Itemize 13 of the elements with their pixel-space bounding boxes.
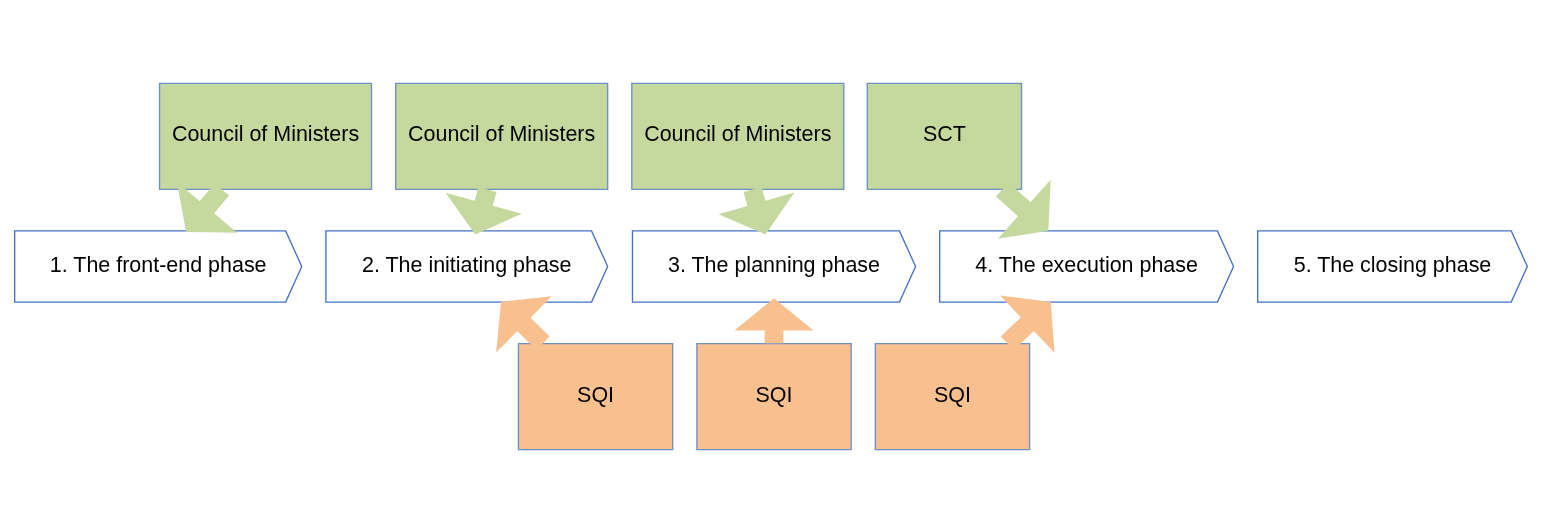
node-box: SQI <box>874 342 1031 450</box>
node-box: SCT <box>866 82 1023 190</box>
node-box: SQI <box>517 342 674 450</box>
arrow <box>496 295 552 353</box>
arrow <box>718 186 795 234</box>
node-box: Council of Ministers <box>395 82 609 190</box>
node-box: Council of Ministers <box>631 82 845 190</box>
arrow <box>995 179 1051 239</box>
node-box: SQI <box>696 342 852 450</box>
arrow <box>1000 295 1055 353</box>
node-box: Council of Ministers <box>158 82 373 190</box>
arrow <box>734 297 814 343</box>
arrow <box>445 186 522 234</box>
